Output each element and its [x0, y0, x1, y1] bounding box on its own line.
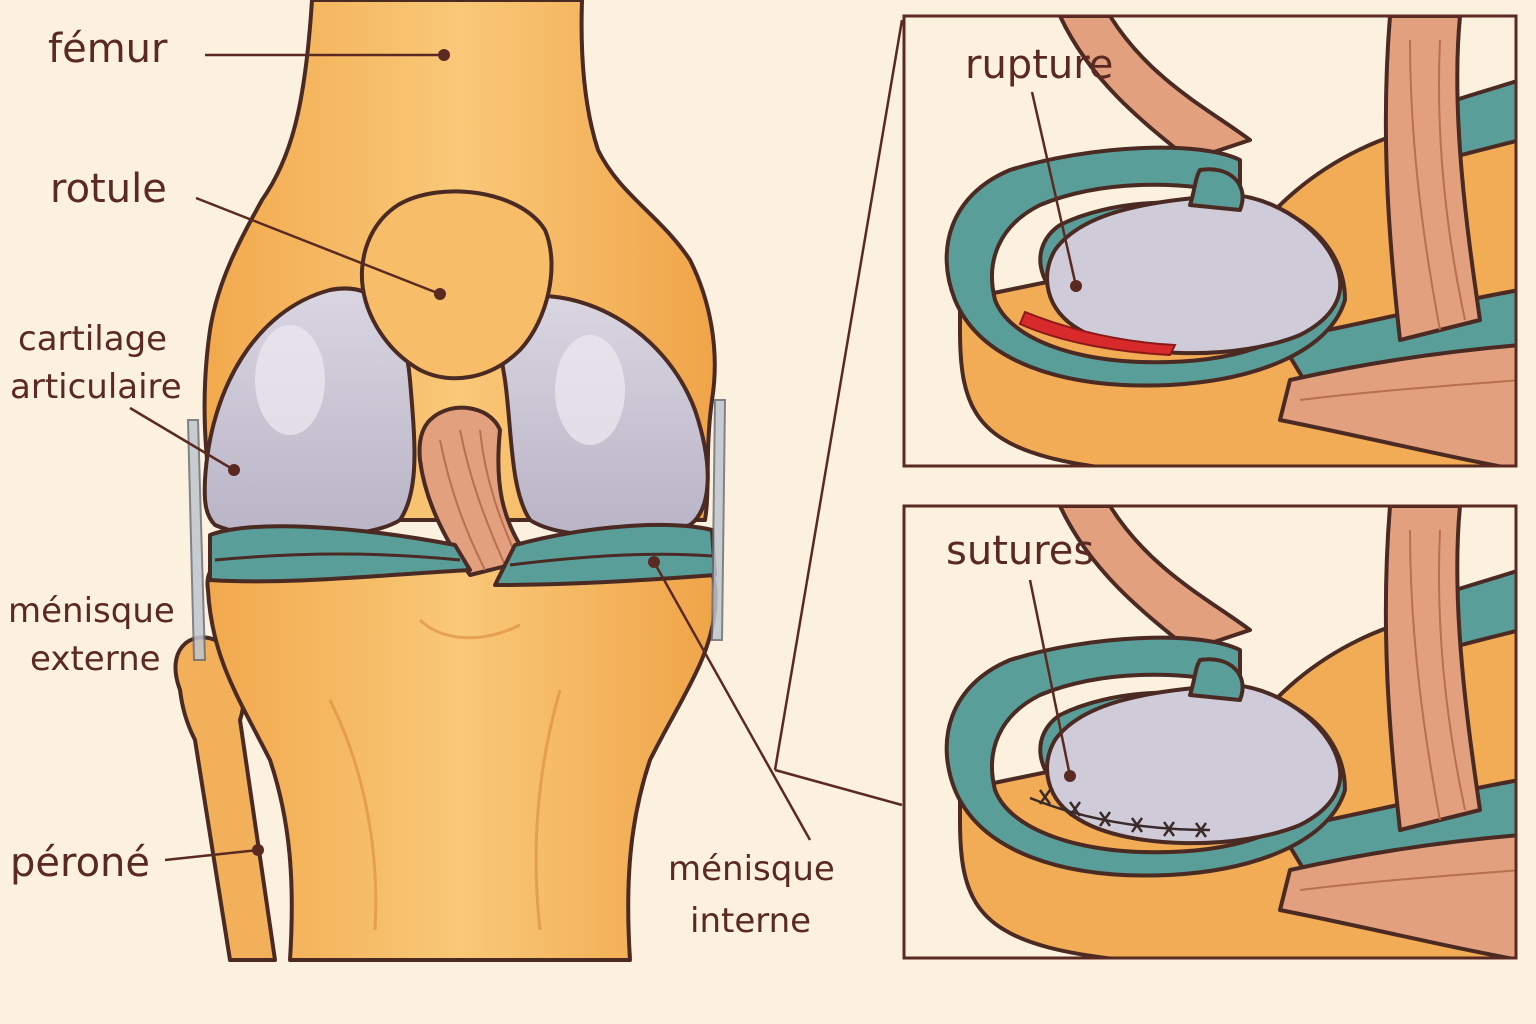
patella-bone [359, 189, 554, 381]
label-perone: péroné [10, 840, 150, 886]
medial-collateral-ligament [710, 399, 727, 641]
label-menisque-interne-2: interne [690, 901, 811, 941]
label-rotule: rotule [50, 166, 167, 212]
label-rupture: rupture [965, 42, 1113, 88]
label-cartilage-1: cartilage [18, 319, 167, 359]
label-cartilage-2: articulaire [10, 367, 182, 407]
lateral-collateral-ligament [186, 419, 207, 661]
medial-meniscus-line [509, 552, 713, 567]
label-menisque-interne-1: ménisque [668, 849, 835, 889]
zoom-connector-bottom [774, 768, 903, 807]
lateral-meniscus-line [214, 552, 461, 562]
tibia-shading [328, 618, 562, 931]
main-labels: fémur rotule cartilage articulaire ménis… [8, 19, 904, 941]
knee-illustration [173, 0, 727, 962]
inset-rupture: rupture [902, 14, 1518, 468]
meniscus-tear [1018, 310, 1177, 357]
lateral-condyle-highlight [255, 325, 325, 435]
zoom-connector-top [773, 19, 904, 771]
suture-stitches [1029, 789, 1211, 838]
label-menisque-externe-1: ménisque [8, 591, 175, 631]
inset-sutures: sutures [902, 504, 1518, 960]
medial-condyle-highlight [555, 335, 625, 445]
label-sutures: sutures [946, 528, 1094, 574]
tibia-bone [205, 558, 718, 962]
label-femur: fémur [48, 26, 168, 72]
label-menisque-externe-2: externe [30, 639, 161, 679]
